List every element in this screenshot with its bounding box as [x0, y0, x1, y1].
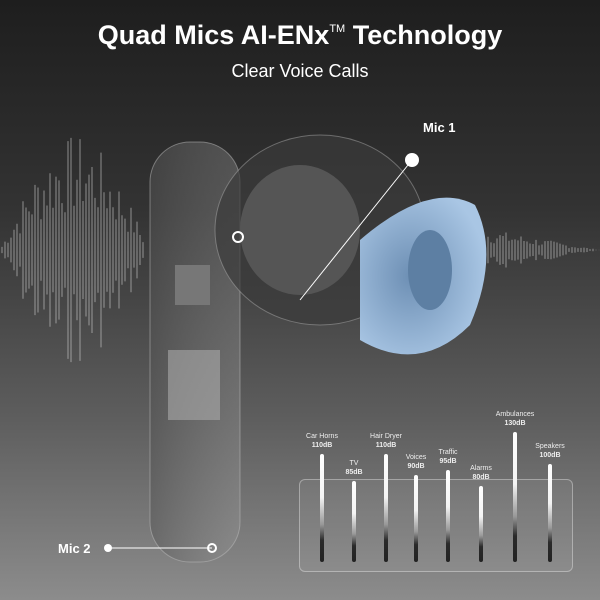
noise-value: 110dB [375, 441, 397, 449]
subtitle: Clear Voice Calls [231, 61, 369, 81]
noise-bar-ambulances [513, 432, 517, 562]
noise-name: Voices [405, 454, 427, 462]
noise-value: 130dB [504, 420, 526, 427]
noise-bar-traffic [446, 469, 450, 562]
mic1-label: Mic 1 [423, 120, 456, 135]
noise-value: 80dB [472, 474, 490, 481]
mic1-dot [405, 153, 419, 167]
noise-name: Car Horns [306, 432, 338, 440]
noise-name: Alarms [470, 465, 492, 472]
noise-bar-tv [352, 480, 356, 562]
noise-bar-speakers [548, 464, 552, 562]
noise-name: Ambulances [495, 411, 535, 418]
mic1-pointer [299, 159, 413, 301]
noise-value: 90dB [407, 463, 425, 471]
battery-connector [175, 265, 210, 305]
noise-value: 110dB [311, 441, 333, 449]
noise-label: Ambulances 130dB [480, 410, 550, 428]
noise-name: Traffic [438, 448, 458, 456]
noise-value: 85dB [345, 468, 363, 476]
mic2-label: Mic 2 [58, 541, 91, 556]
noise-name: Speakers [535, 443, 565, 451]
noise-value: 95dB [439, 457, 457, 465]
noise-label: Alarms 80dB [446, 464, 516, 482]
noise-value: 100dB [539, 452, 561, 460]
headline: Quad Mics AI-ENxTM Technology [0, 20, 600, 51]
noise-name: Hair Dryer [370, 432, 402, 440]
noise-name: TV [349, 459, 359, 467]
speaker-driver [240, 165, 360, 295]
noise-level-panel [299, 479, 573, 572]
headline-suffix: Technology [352, 20, 503, 50]
headline-text: Quad Mics AI-ENx [97, 20, 330, 50]
noise-bar-car-horns [320, 453, 324, 562]
trademark-mark: TM [329, 23, 346, 35]
mic2-dot [104, 544, 112, 552]
noise-bar-voices [414, 475, 418, 562]
noise-bar-hair-dryer [384, 453, 388, 562]
eartip-opening [408, 230, 452, 310]
mic-hole-icon [232, 231, 244, 243]
mic2-hole-icon [207, 543, 217, 553]
noise-bar-alarms [479, 486, 483, 562]
chip [168, 350, 220, 420]
